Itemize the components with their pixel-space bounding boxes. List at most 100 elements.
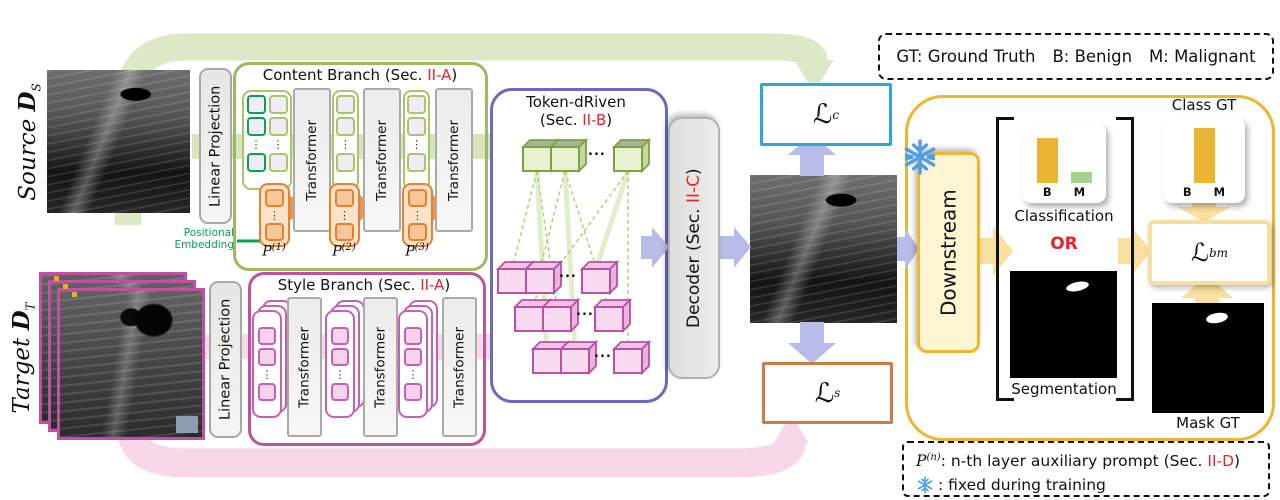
segmentation-blob xyxy=(1064,279,1090,293)
style-token xyxy=(404,327,422,345)
style-token xyxy=(331,383,349,401)
prompt-token xyxy=(335,189,354,207)
style-token xyxy=(331,327,349,345)
patch-token xyxy=(336,117,355,136)
segmentation-image xyxy=(1010,271,1117,378)
legend-frozen-line: : fixed during training xyxy=(916,473,1268,497)
style-token xyxy=(258,348,276,366)
segmentation-label: Segmentation xyxy=(1011,380,1117,398)
arrow-image-to-downstream xyxy=(897,228,919,270)
patch-token xyxy=(246,117,266,136)
cubes-ellipsis-pink-2: ... xyxy=(576,304,594,319)
prompt-token xyxy=(408,189,427,207)
vdots: ⋮ xyxy=(334,368,346,381)
source-ultrasound-image xyxy=(47,70,190,213)
content-transformer-1: Transformer xyxy=(293,88,331,232)
style-token xyxy=(404,348,422,366)
token-driven-title: Token-dRiven (Sec. II-B) xyxy=(526,93,626,129)
patch-token xyxy=(246,153,266,172)
style-transformer-2: Transformer xyxy=(363,297,398,437)
snowflake-icon xyxy=(904,139,936,175)
target-ultrasound-image-front xyxy=(57,288,205,440)
arrow-outputs-to-lbm xyxy=(1118,226,1151,276)
legend-abbreviations: GT: Ground Truth B: Benign M: Malignant xyxy=(878,33,1274,80)
purple-arrows xyxy=(641,134,919,364)
downstream-box: Downstream xyxy=(917,152,980,353)
style-skip-band-arrowhead xyxy=(773,414,809,444)
snowflake-icon xyxy=(917,476,933,494)
vdots: ⋮ xyxy=(269,208,280,222)
patch-token xyxy=(246,95,266,114)
arrow-image-to-ls xyxy=(788,322,836,364)
prompt-token xyxy=(335,223,354,241)
mask-gt-image xyxy=(1152,303,1264,413)
vdots: ⋮ xyxy=(272,138,284,151)
style-token-stack-2: ⋮ xyxy=(325,300,367,420)
prompt-label-3: P(3) xyxy=(405,242,429,260)
classification-card: B M xyxy=(1022,123,1106,203)
cubes-ellipsis-green: ... xyxy=(588,144,606,159)
marker-dot xyxy=(54,276,59,281)
arrow-maskgt-to-lbm xyxy=(1181,275,1233,303)
style-skip-band xyxy=(117,424,806,478)
vdots: ⋮ xyxy=(340,138,351,151)
prompt-tokens-3: ⋮ xyxy=(402,183,433,247)
cubes-ellipsis-pink-1: ... xyxy=(559,266,577,281)
bracket-left xyxy=(996,117,1014,401)
prompt-label-1: P(1) xyxy=(262,242,286,260)
or-label: OR xyxy=(1050,234,1078,254)
style-branch-box xyxy=(248,272,486,446)
classification-bar-malignant xyxy=(1070,172,1092,183)
class-gt-card: B M xyxy=(1163,117,1245,203)
content-skip-band-arrowhead xyxy=(794,60,834,92)
image-annotation-patch xyxy=(176,416,198,433)
style-token-stack-3: ⋮ xyxy=(398,300,440,420)
patch-token xyxy=(268,153,288,172)
arrow-decoder-to-image xyxy=(718,227,751,268)
vdots: ⋮ xyxy=(411,138,422,151)
patch-token xyxy=(268,117,288,136)
classification-label: Classification xyxy=(1014,207,1114,225)
mask-gt-blob xyxy=(1205,311,1229,325)
patch-token xyxy=(407,95,426,114)
content-branch-title: Content Branch (Sec. II-A) xyxy=(262,66,458,84)
style-transformer-1: Transformer xyxy=(287,297,322,437)
style-token xyxy=(258,383,276,401)
content-transformer-3: Transformer xyxy=(435,88,473,232)
style-token xyxy=(258,327,276,345)
prompt-token xyxy=(408,223,427,241)
style-branch-title: Style Branch (Sec. II-A) xyxy=(277,276,451,294)
vdots: ⋮ xyxy=(407,368,419,381)
vdots: ⋮ xyxy=(250,138,262,151)
vdots: ⋮ xyxy=(261,368,273,381)
content-transformer-2: Transformer xyxy=(363,88,401,232)
style-token xyxy=(404,383,422,401)
style-token xyxy=(331,348,349,366)
style-transformer-3: Transformer xyxy=(442,297,477,437)
patch-token xyxy=(336,153,355,172)
yellow-arrows xyxy=(974,203,1233,303)
prompt-tokens-1: ⋮ xyxy=(259,183,290,247)
decoder-box: Decoder (Sec. II-C) xyxy=(668,117,720,379)
marker-dot xyxy=(72,292,77,297)
marker-dot xyxy=(63,284,68,289)
arrow-tokendriven-to-decoder xyxy=(641,227,669,268)
downstream-panel-box xyxy=(905,95,1275,441)
generated-ultrasound-image xyxy=(750,175,897,323)
prompt-token xyxy=(265,223,284,241)
classification-bar-benign xyxy=(1036,138,1058,183)
content-token-group-1: ⋮ ⋮ xyxy=(242,90,292,190)
vdots: ⋮ xyxy=(412,208,423,222)
patch-token xyxy=(268,95,288,114)
prompt-tokens-2: ⋮ xyxy=(329,183,360,247)
content-branch-box xyxy=(233,62,488,271)
class-gt-bar-benign xyxy=(1193,128,1215,183)
arrow-classgt-to-lbm xyxy=(1178,203,1230,222)
cubes-ellipsis-pink-3: ... xyxy=(594,346,612,361)
vdots: ⋮ xyxy=(339,208,350,222)
patch-token xyxy=(407,117,426,136)
content-token-group-3: ⋮ xyxy=(403,90,430,190)
